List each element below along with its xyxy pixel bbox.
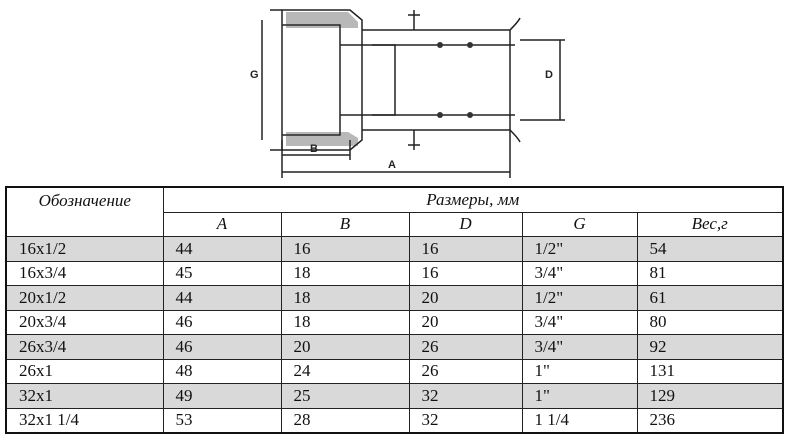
designation-cell: 20x3/4 [5, 309, 164, 335]
value-cell: 18 [280, 285, 410, 311]
value-cell: 3/4" [521, 309, 638, 335]
value-cell: 48 [162, 358, 282, 384]
designation-cell: 16x1/2 [5, 236, 164, 262]
value-cell: 16 [408, 236, 523, 262]
value-cell: 32 [408, 407, 523, 434]
value-cell: 26 [408, 358, 523, 384]
header-col: G [521, 211, 638, 237]
label-d: D [545, 69, 553, 81]
value-cell: 16 [280, 236, 410, 262]
label-b: B [310, 143, 318, 155]
value-cell: 28 [280, 407, 410, 434]
value-cell: 1" [521, 358, 638, 384]
fitting-diagram: G B A D [250, 9, 565, 178]
value-cell: 131 [636, 358, 784, 384]
value-cell: 25 [280, 383, 410, 409]
value-cell: 44 [162, 285, 282, 311]
value-cell: 20 [408, 285, 523, 311]
value-cell: 1/2" [521, 236, 638, 262]
value-cell: 236 [636, 407, 784, 434]
header-designation: Обозначение [5, 186, 164, 237]
header-col: D [408, 211, 523, 237]
value-cell: 1" [521, 383, 638, 409]
designation-cell: 20x1/2 [5, 285, 164, 311]
value-cell: 1/2" [521, 285, 638, 311]
value-cell: 49 [162, 383, 282, 409]
value-cell: 20 [280, 334, 410, 360]
value-cell: 1 1/4 [521, 407, 638, 434]
value-cell: 32 [408, 383, 523, 409]
header-dimensions: Размеры, мм [162, 186, 784, 213]
value-cell: 18 [280, 260, 410, 286]
designation-cell: 32x1 [5, 383, 164, 409]
designation-cell: 16x3/4 [5, 260, 164, 286]
value-cell: 44 [162, 236, 282, 262]
header-col: A [162, 211, 282, 237]
value-cell: 26 [408, 334, 523, 360]
header-col: B [280, 211, 410, 237]
value-cell: 81 [636, 260, 784, 286]
value-cell: 92 [636, 334, 784, 360]
value-cell: 3/4" [521, 260, 638, 286]
label-a: A [388, 159, 396, 171]
value-cell: 45 [162, 260, 282, 286]
value-cell: 54 [636, 236, 784, 262]
value-cell: 20 [408, 309, 523, 335]
value-cell: 3/4" [521, 334, 638, 360]
value-cell: 53 [162, 407, 282, 434]
value-cell: 16 [408, 260, 523, 286]
value-cell: 18 [280, 309, 410, 335]
designation-cell: 32x1 1/4 [5, 407, 164, 434]
header-col: Вес,г [636, 211, 784, 237]
label-g: G [250, 69, 259, 81]
value-cell: 129 [636, 383, 784, 409]
value-cell: 46 [162, 334, 282, 360]
value-cell: 46 [162, 309, 282, 335]
designation-cell: 26x3/4 [5, 334, 164, 360]
designation-cell: 26x1 [5, 358, 164, 384]
value-cell: 24 [280, 358, 410, 384]
value-cell: 61 [636, 285, 784, 311]
value-cell: 80 [636, 309, 784, 335]
